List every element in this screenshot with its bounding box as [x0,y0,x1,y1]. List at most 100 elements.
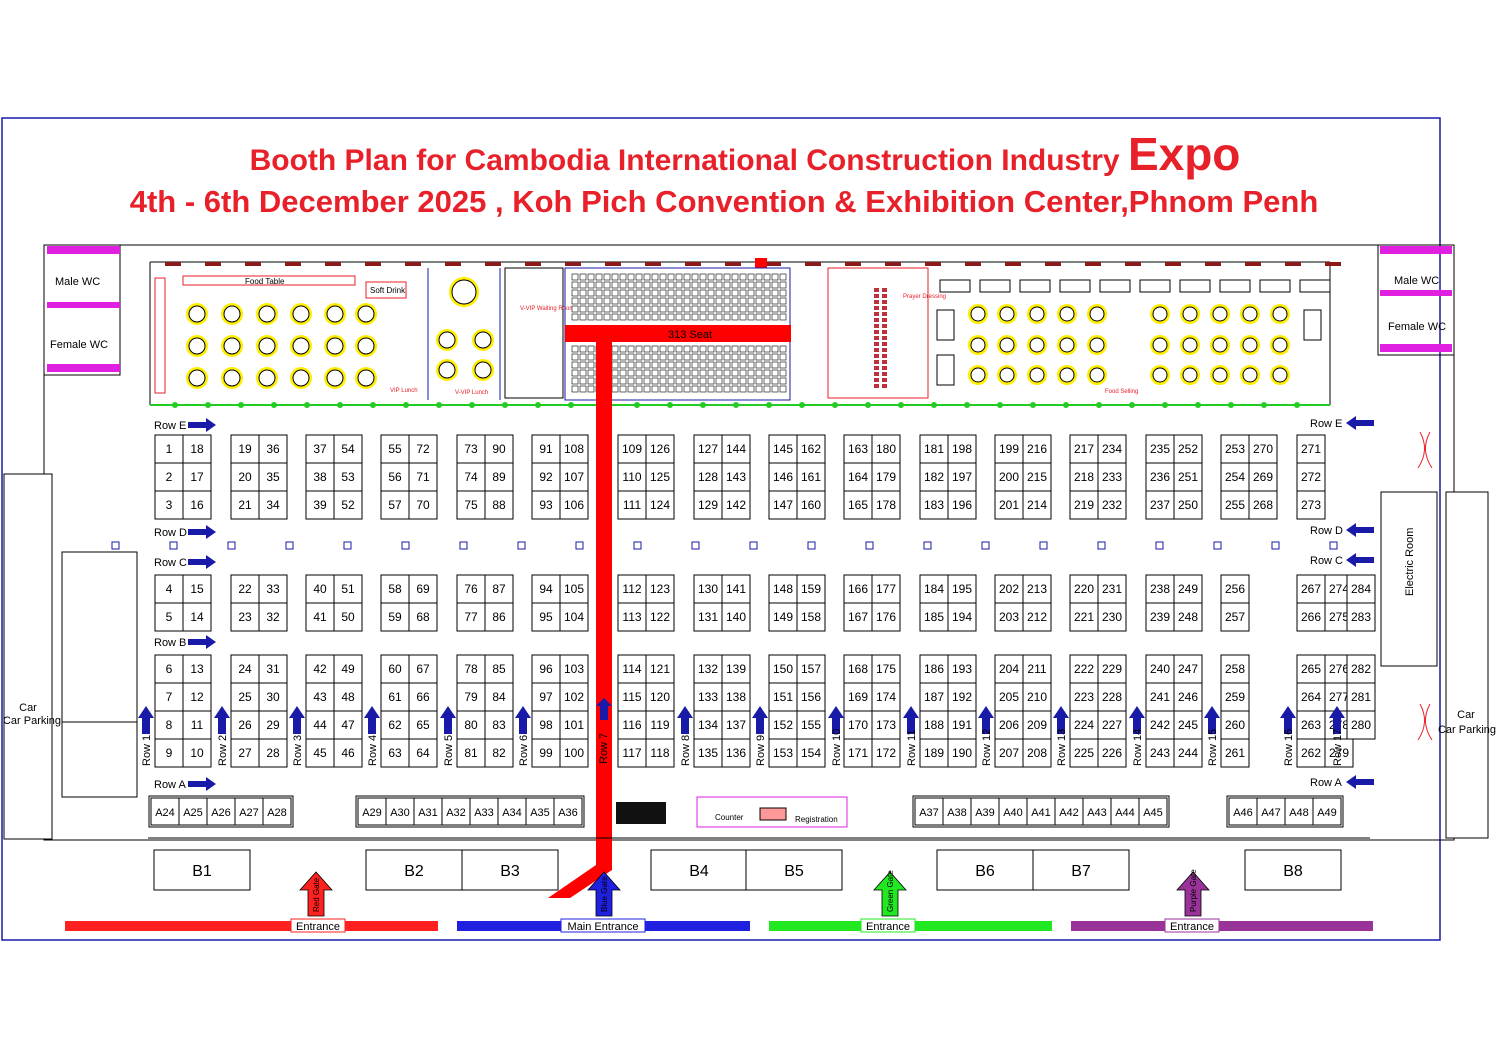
booth[interactable] [645,462,675,492]
booth[interactable] [1145,682,1175,712]
booth[interactable] [1173,682,1203,712]
booth[interactable] [947,710,977,740]
booth[interactable] [1248,462,1278,492]
booth[interactable] [1022,490,1052,520]
booth[interactable] [258,602,288,632]
booth[interactable] [693,434,723,464]
booth[interactable] [484,462,514,492]
a-booth[interactable] [1284,797,1314,826]
booth[interactable] [484,738,514,768]
booth[interactable] [1173,602,1203,632]
booth[interactable] [617,710,647,740]
a-booth[interactable] [553,797,583,826]
a-booth[interactable] [1026,797,1056,826]
booth[interactable] [617,490,647,520]
booth[interactable] [408,710,438,740]
booth[interactable] [531,682,561,712]
booth[interactable] [1220,462,1250,492]
booth[interactable] [994,654,1024,684]
booth[interactable] [871,434,901,464]
booth[interactable] [154,738,184,768]
booth[interactable] [305,490,335,520]
booth[interactable] [617,738,647,768]
booth[interactable] [1069,682,1099,712]
booth[interactable] [182,434,212,464]
booth[interactable] [645,602,675,632]
a-booth[interactable] [357,797,387,826]
booth[interactable] [230,434,260,464]
booth[interactable] [871,490,901,520]
booth[interactable] [796,602,826,632]
booth[interactable] [1022,434,1052,464]
booth[interactable] [1296,738,1326,768]
booth[interactable] [456,710,486,740]
booth[interactable] [456,738,486,768]
entrance-arrow[interactable] [299,871,333,917]
booth[interactable] [484,602,514,632]
booth[interactable] [182,682,212,712]
booth[interactable] [1097,654,1127,684]
booth[interactable] [559,574,589,604]
booth[interactable] [380,654,410,684]
booth[interactable] [721,682,751,712]
booth[interactable] [1022,738,1052,768]
booth[interactable] [230,462,260,492]
booth[interactable] [154,434,184,464]
booth[interactable] [994,738,1024,768]
booth[interactable] [721,654,751,684]
booth[interactable] [1022,654,1052,684]
booth[interactable] [919,434,949,464]
booth[interactable] [1173,738,1203,768]
booth[interactable] [1069,710,1099,740]
booth[interactable] [645,654,675,684]
booth[interactable] [947,654,977,684]
booth[interactable] [1145,710,1175,740]
booth[interactable] [1069,462,1099,492]
booth[interactable] [1248,490,1278,520]
entrance-arrow[interactable] [587,871,621,917]
booth[interactable] [1173,434,1203,464]
booth[interactable] [1145,738,1175,768]
booth[interactable] [1145,602,1175,632]
booth[interactable] [843,462,873,492]
booth[interactable] [182,710,212,740]
booth[interactable] [408,738,438,768]
booth[interactable] [796,682,826,712]
booth[interactable] [258,462,288,492]
b-booth[interactable] [1032,849,1130,891]
booth[interactable] [843,654,873,684]
booth[interactable] [1173,654,1203,684]
booth[interactable] [1220,654,1250,684]
booth[interactable] [559,602,589,632]
booth[interactable] [721,738,751,768]
booth[interactable] [305,654,335,684]
booth[interactable] [305,738,335,768]
booth[interactable] [230,738,260,768]
booth[interactable] [380,490,410,520]
booth[interactable] [796,738,826,768]
booth[interactable] [258,654,288,684]
booth[interactable] [1069,490,1099,520]
booth[interactable] [333,710,363,740]
booth[interactable] [1097,462,1127,492]
booth[interactable] [919,738,949,768]
booth[interactable] [1097,602,1127,632]
booth[interactable] [1097,574,1127,604]
a-booth[interactable] [385,797,415,826]
b-booth[interactable] [745,849,843,891]
booth[interactable] [408,490,438,520]
booth[interactable] [843,574,873,604]
booth[interactable] [1220,738,1250,768]
booth[interactable] [1296,710,1326,740]
booth[interactable] [456,490,486,520]
booth[interactable] [843,738,873,768]
booth[interactable] [721,434,751,464]
booth[interactable] [947,490,977,520]
booth[interactable] [408,682,438,712]
booth[interactable] [721,602,751,632]
b-booth[interactable] [153,849,251,891]
booth[interactable] [230,602,260,632]
booth[interactable] [617,462,647,492]
booth[interactable] [1346,574,1376,604]
booth[interactable] [1296,434,1326,464]
